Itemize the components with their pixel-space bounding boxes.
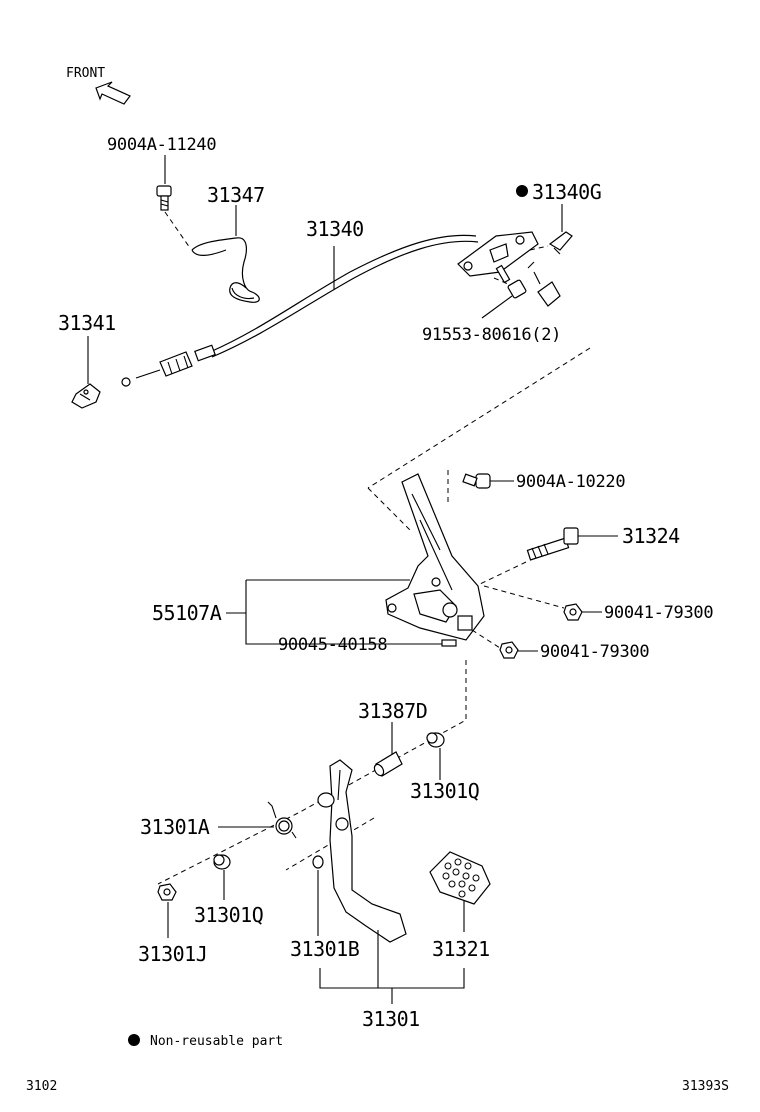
non-reusable-mark-31340g — [516, 185, 528, 197]
leader-91553 — [481, 295, 513, 319]
dash-90041-b — [471, 629, 501, 649]
dash-stopper — [285, 817, 375, 871]
front-indicator: FRONT — [66, 66, 131, 105]
stopper-31301b — [312, 855, 324, 869]
bolt-9004a-10220 — [462, 473, 491, 489]
front-label: FRONT — [66, 66, 105, 81]
legend-text: Non-reusable part — [150, 1034, 283, 1049]
pin-90045-40158 — [441, 639, 457, 647]
dash-90041-a — [483, 585, 565, 609]
callout-90041-79300-b: 90041-79300 — [540, 642, 649, 662]
bush-31301q-upper — [426, 732, 445, 748]
callout-31347: 31347 — [207, 183, 265, 207]
dash-91553 — [493, 277, 509, 285]
callout-55107a: 55107A — [152, 601, 222, 625]
bracket-31301 — [319, 968, 465, 989]
bush-31301q-lower — [213, 854, 231, 870]
callout-31340: 31340 — [306, 217, 364, 241]
callout-31301q-a: 31301Q — [410, 779, 479, 803]
callout-31301a: 31301A — [140, 815, 210, 839]
dash-31324 — [479, 561, 527, 585]
bolts-91553-80616 — [495, 261, 561, 307]
callout-9004a-10220: 9004A-10220 — [516, 472, 625, 492]
callout-31340g: 31340G — [532, 180, 601, 204]
dash-cable-to-support — [367, 347, 591, 489]
pedal-pad-31321 — [429, 851, 491, 905]
clamp-31341 — [71, 383, 101, 409]
callout-90045-40158: 90045-40158 — [278, 635, 387, 655]
callout-9004a-11240: 9004A-11240 — [107, 135, 216, 155]
callout-31387d: 31387D — [358, 699, 427, 723]
pedal-support-55107a — [385, 473, 485, 641]
legend-dot-icon — [128, 1034, 140, 1046]
pedal-arm-31301 — [317, 759, 407, 943]
spring-31301a — [267, 801, 297, 839]
retainer-31340g — [548, 231, 573, 255]
dash-bolt-to-clip — [164, 211, 191, 249]
bracket-55107a — [245, 579, 410, 645]
callout-31301b: 31301B — [290, 937, 360, 961]
dash-pedal-axis — [157, 660, 467, 885]
legend: Non-reusable part — [128, 1034, 283, 1049]
cable-bracket-plate — [457, 231, 539, 277]
front-arrow-icon — [95, 81, 131, 105]
bolt-9004a-11240 — [156, 185, 172, 211]
callout-31321: 31321 — [432, 937, 490, 961]
nut-90041-79300-b — [499, 641, 519, 659]
clip-31347 — [191, 237, 260, 303]
callout-31341: 31341 — [58, 311, 116, 335]
footer-right-code: 31393S — [682, 1079, 729, 1094]
callout-31301q-b: 31301Q — [194, 903, 263, 927]
collar-31387d — [373, 751, 403, 777]
dash-support-left — [367, 487, 411, 531]
callout-31301j: 31301J — [138, 942, 207, 966]
bolt-31324 — [526, 527, 579, 561]
callout-31324: 31324 — [622, 524, 680, 548]
callout-31301: 31301 — [362, 1007, 420, 1031]
cable-31340 — [121, 234, 479, 387]
nut-31301j — [157, 883, 177, 901]
dash-31340g — [529, 245, 549, 251]
footer-left-code: 3102 — [26, 1079, 57, 1094]
callout-91553-80616: 91553-80616(2) — [422, 325, 561, 345]
callout-90041-79300-a: 90041-79300 — [604, 603, 713, 623]
nut-90041-79300-a — [563, 603, 583, 621]
